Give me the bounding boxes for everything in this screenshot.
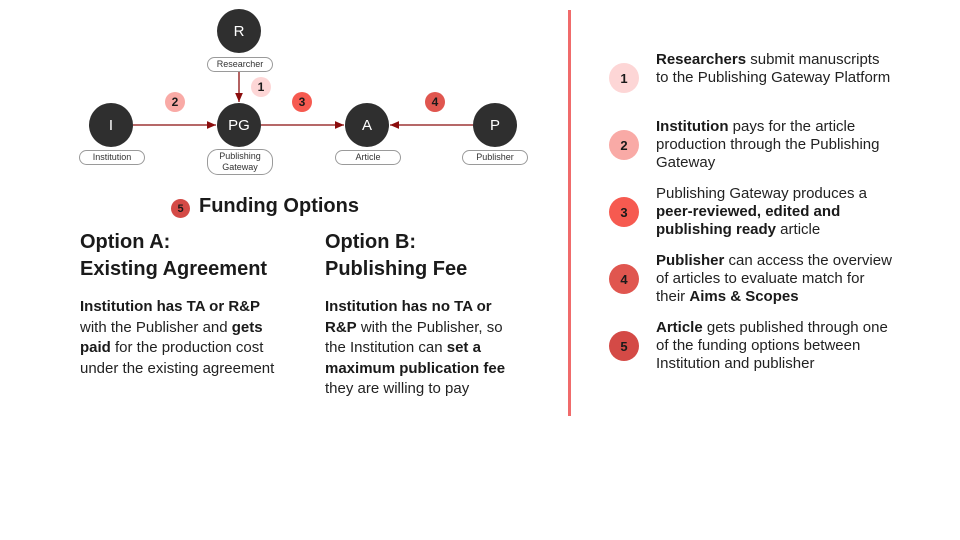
step-badge-2: 2 xyxy=(165,92,185,112)
bold-text: gets paid xyxy=(80,318,263,357)
bold-text: Institution has no TA or R&P xyxy=(325,298,492,336)
funding-options-title: Funding Options xyxy=(199,195,359,217)
node-publisher: P xyxy=(473,103,517,147)
option-a-title-line2: Existing Agreement xyxy=(80,258,268,280)
step-badge-1: 1 xyxy=(609,63,639,93)
bold-text: peer-reviewed, edited and publishing rea… xyxy=(656,203,841,238)
step-badge-4: 4 xyxy=(425,92,445,112)
text: with the Publisher, so the Institution c… xyxy=(325,318,503,357)
text: article xyxy=(776,221,821,238)
text: they are willing to pay xyxy=(325,380,470,397)
node-article: A xyxy=(345,103,389,147)
step-badge-2: 2 xyxy=(609,130,639,160)
text: pays for the article production through … xyxy=(656,118,880,171)
option-a-body: Institution has TA or R&P with the Publi… xyxy=(80,297,280,379)
step-badge-5: 5 xyxy=(171,199,190,218)
label-publishing-gateway: Publishing Gateway xyxy=(207,149,273,175)
step-badge-5: 5 xyxy=(609,331,639,361)
bold-text: Aims & Scopes xyxy=(689,288,799,305)
bold-text: Article xyxy=(656,319,703,336)
bold-text: Institution has TA or R&P xyxy=(80,298,260,315)
step-description-4: Publisher can access the overview of art… xyxy=(656,252,896,306)
label-researcher: Researcher xyxy=(207,57,273,72)
text: can access the overview of articles to e… xyxy=(656,252,892,305)
step-badge-1: 1 xyxy=(251,77,271,97)
step-badge-3: 3 xyxy=(609,197,639,227)
label-institution: Institution xyxy=(79,150,145,165)
node-publishing-gateway: PG xyxy=(217,103,261,147)
text: with the Publisher and xyxy=(80,318,232,336)
diagram-arrows xyxy=(133,71,473,129)
bold-text: set a maximum publication fee xyxy=(325,339,506,377)
step-badge-4: 4 xyxy=(609,264,639,294)
bold-text: Publisher xyxy=(656,252,725,269)
divider xyxy=(568,10,571,416)
text: for the production cost under the existi… xyxy=(80,339,275,377)
bold-text: Institution xyxy=(656,118,729,135)
step-badge-3: 3 xyxy=(292,92,312,112)
node-researcher: R xyxy=(217,9,261,53)
step-description-3: Publishing Gateway produces a peer-revie… xyxy=(656,185,896,239)
option-b-title-line2: Publishing Fee xyxy=(325,258,468,280)
node-institution: I xyxy=(89,103,133,147)
step-description-1: Researchers submit manuscripts to the Pu… xyxy=(656,51,896,87)
text: Publishing Gateway produces a xyxy=(656,185,867,202)
option-a-title-line1: Option A: xyxy=(80,231,171,253)
label-publisher: Publisher xyxy=(462,150,528,165)
step-description-5: Article gets published through one of th… xyxy=(656,319,896,373)
text: gets published through one of the fundin… xyxy=(656,319,888,372)
option-a-heading: Option A: Existing Agreement xyxy=(80,229,267,283)
label-article: Article xyxy=(335,150,401,165)
option-b-body: Institution has no TA or R&P with the Pu… xyxy=(325,297,515,400)
option-b-title-line1: Option B: xyxy=(325,231,417,253)
text: submit manuscripts to the Publishing Gat… xyxy=(656,51,891,86)
step-description-2: Institution pays for the article product… xyxy=(656,118,896,172)
option-b-heading: Option B: Publishing Fee xyxy=(325,229,467,283)
bold-text: Researchers xyxy=(656,51,747,68)
